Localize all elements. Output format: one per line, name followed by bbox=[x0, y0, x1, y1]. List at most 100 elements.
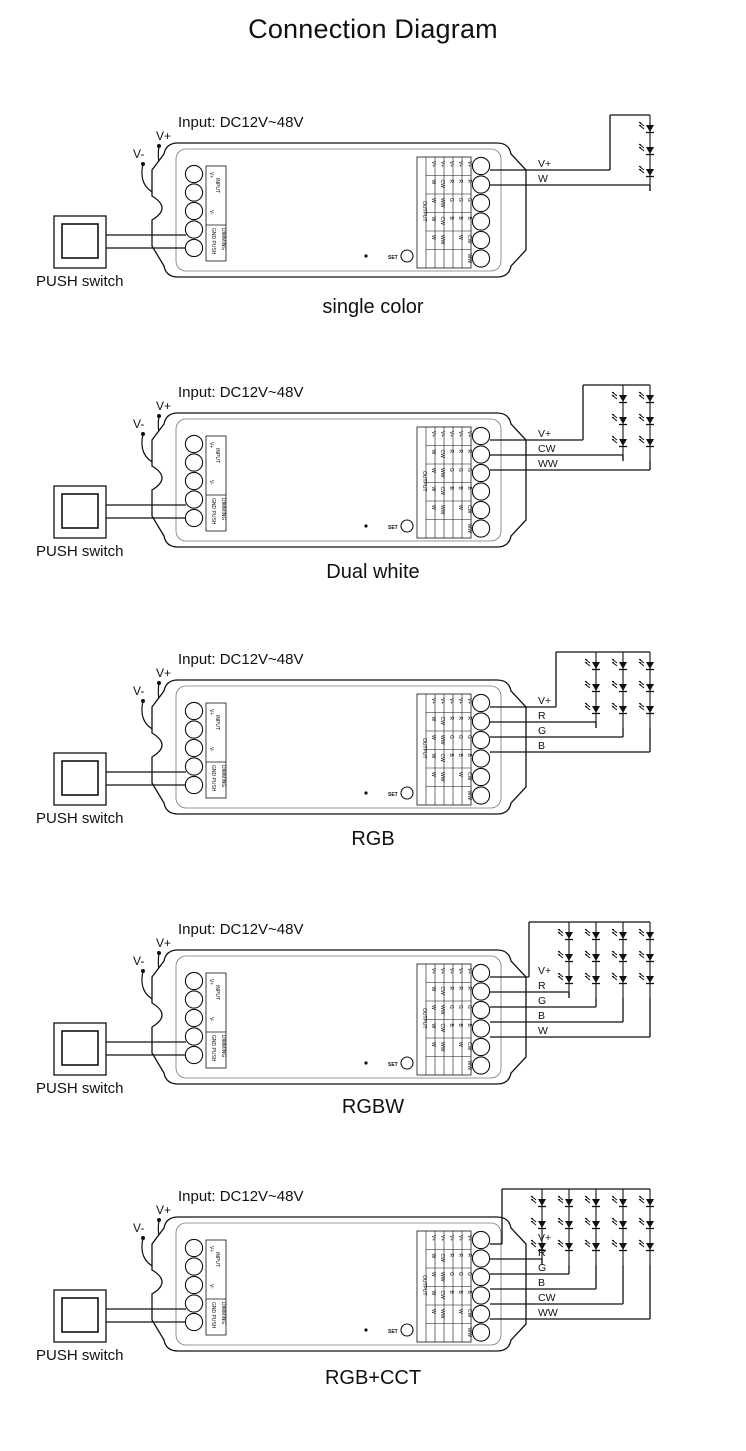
input-terminal-3 bbox=[184, 490, 204, 509]
indicator-dot bbox=[364, 791, 368, 795]
wire-label-b: B bbox=[538, 1010, 545, 1022]
output-cell: CW bbox=[439, 1291, 445, 1300]
output-cell: CW bbox=[439, 987, 445, 996]
set-label: SET bbox=[388, 1329, 398, 1335]
output-cell: V+ bbox=[439, 1235, 445, 1241]
panel-diagram: Input: DC12V~48VV+V-INPUTV+V-DIMMINGGND … bbox=[36, 1188, 654, 1364]
v-minus-label: V- bbox=[133, 684, 144, 698]
output-cell: W bbox=[430, 468, 436, 473]
input-pin-vplus: V+ bbox=[208, 172, 214, 178]
output-terminal-1 bbox=[471, 175, 491, 194]
output-cell: V+ bbox=[448, 431, 454, 437]
led-diode bbox=[638, 972, 654, 985]
led-diode bbox=[584, 950, 600, 963]
led-diode bbox=[638, 143, 654, 156]
output-cell: B bbox=[448, 217, 454, 221]
push-switch-label: PUSH switch bbox=[36, 1347, 124, 1364]
output-cell: B bbox=[466, 217, 472, 221]
input-terminal-4 bbox=[184, 1045, 204, 1065]
output-cell: B bbox=[448, 1024, 454, 1028]
output-cell: B bbox=[457, 487, 463, 491]
output-cell: R bbox=[457, 450, 463, 454]
output-cell: WW bbox=[439, 735, 445, 745]
input-pin-vminus: V- bbox=[208, 1017, 214, 1022]
led-diode bbox=[584, 702, 600, 715]
set-button bbox=[400, 1323, 414, 1337]
v-plus-label: V+ bbox=[156, 129, 171, 143]
dimming-pins-label: GND PUSH bbox=[210, 228, 216, 255]
output-cell: WW bbox=[439, 772, 445, 782]
output-cell: V+ bbox=[430, 161, 436, 167]
input-pin-vminus: V- bbox=[208, 210, 214, 215]
output-cell: G bbox=[448, 198, 454, 202]
set-label: SET bbox=[388, 525, 398, 531]
output-cell: V+ bbox=[457, 1235, 463, 1241]
led-diode bbox=[638, 950, 654, 963]
led-diode bbox=[638, 391, 654, 404]
output-cell: V+ bbox=[430, 698, 436, 704]
led-diode bbox=[638, 165, 654, 178]
input-block-label: INPUT bbox=[214, 178, 220, 193]
indicator-dot bbox=[364, 254, 368, 258]
output-cell: V+ bbox=[457, 431, 463, 437]
wire-label-g: G bbox=[538, 1262, 546, 1274]
output-cell: W bbox=[430, 505, 436, 510]
input-terminal-0 bbox=[184, 701, 204, 721]
output-cell: W bbox=[430, 235, 436, 240]
output-cell: R bbox=[466, 717, 472, 721]
output-cell: CW bbox=[439, 717, 445, 726]
v-minus-label: V- bbox=[133, 147, 144, 161]
wire-label-b: B bbox=[538, 740, 545, 752]
output-cell: G bbox=[466, 1272, 472, 1276]
output-cell: R bbox=[448, 1254, 454, 1258]
output-cell: R bbox=[448, 987, 454, 991]
wire-label-g: G bbox=[538, 725, 546, 737]
output-cell: W bbox=[430, 1291, 436, 1296]
output-cell: WW bbox=[439, 1005, 445, 1015]
input-terminal-1 bbox=[184, 720, 204, 739]
output-cell: B bbox=[457, 217, 463, 221]
output-cell: V+ bbox=[466, 968, 472, 974]
wire-label-w: W bbox=[538, 1025, 548, 1037]
wire-label-w: W bbox=[538, 173, 548, 185]
output-cell: CW bbox=[439, 487, 445, 496]
output-cell: WW bbox=[439, 505, 445, 515]
output-cell: W bbox=[457, 1042, 463, 1047]
push-switch: PUSH switch bbox=[36, 485, 186, 560]
output-cell: WW bbox=[466, 524, 472, 534]
led-diode bbox=[638, 1195, 654, 1208]
output-cell: W bbox=[430, 735, 436, 740]
controller-housing bbox=[151, 949, 527, 1085]
panel-diagram: Input: DC12V~48VV+V-INPUTV+V-DIMMINGGND … bbox=[36, 921, 654, 1097]
set-label: SET bbox=[388, 1062, 398, 1068]
output-terminal-2 bbox=[471, 193, 491, 213]
led-diode bbox=[557, 972, 573, 985]
output-terminal-2 bbox=[471, 730, 491, 750]
led-diode bbox=[584, 658, 600, 671]
set-label: SET bbox=[388, 792, 398, 798]
output-terminal-1 bbox=[471, 982, 491, 1001]
output-cell: R bbox=[466, 180, 472, 184]
output-terminal-5 bbox=[471, 1323, 491, 1342]
output-cell: W bbox=[430, 1042, 436, 1047]
led-diode bbox=[530, 1239, 546, 1252]
wire-label-ww: WW bbox=[538, 1307, 558, 1319]
output-cell: B bbox=[448, 754, 454, 758]
input-pin-vplus: V+ bbox=[208, 1246, 214, 1252]
dimming-block-label: DIMMING bbox=[220, 1035, 226, 1057]
wire-label-r: R bbox=[538, 710, 546, 722]
led-diode bbox=[638, 928, 654, 941]
push-switch-label: PUSH switch bbox=[36, 1080, 124, 1097]
led-diode bbox=[638, 121, 654, 134]
led-diode bbox=[530, 1195, 546, 1208]
output-cell: G bbox=[457, 468, 463, 472]
output-terminal-4 bbox=[471, 500, 491, 520]
input-terminal-0 bbox=[184, 434, 204, 454]
output-terminal-4 bbox=[471, 1304, 491, 1324]
output-terminal-0 bbox=[471, 426, 491, 446]
